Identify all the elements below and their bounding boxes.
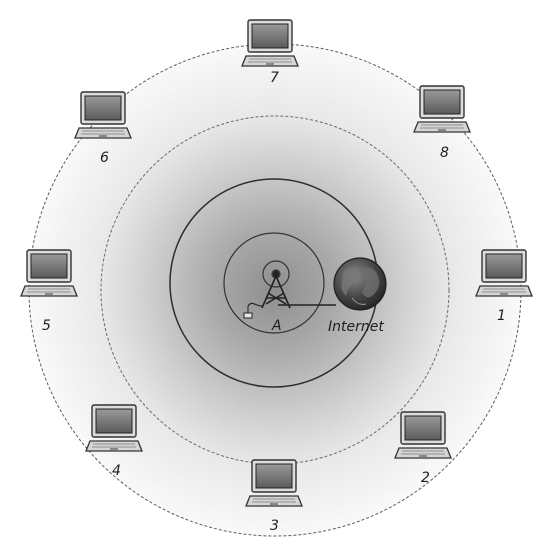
laptop-label-7: 7 xyxy=(270,70,279,86)
laptop-label-3: 3 xyxy=(270,518,279,534)
laptop-3 xyxy=(246,460,302,506)
laptop-icon xyxy=(395,412,451,458)
globe-icon xyxy=(334,258,386,310)
access-point-label: A xyxy=(271,318,282,334)
laptop-label-5: 5 xyxy=(42,318,51,334)
laptop-icon xyxy=(242,20,298,66)
laptop-1 xyxy=(476,250,532,296)
internet-label: Internet xyxy=(328,319,384,335)
laptop-label-2: 2 xyxy=(421,470,430,486)
laptop-icon xyxy=(75,92,131,138)
laptop-label-1: 1 xyxy=(497,308,506,324)
laptop-7 xyxy=(242,20,298,66)
laptop-5 xyxy=(21,250,77,296)
laptop-icon xyxy=(246,460,302,506)
laptop-icon xyxy=(21,250,77,296)
laptop-icon xyxy=(476,250,532,296)
laptop-4 xyxy=(86,405,142,451)
laptop-8 xyxy=(414,86,470,132)
laptop-label-4: 4 xyxy=(112,463,121,479)
laptop-label-8: 8 xyxy=(440,145,449,161)
laptop-2 xyxy=(395,412,451,458)
laptop-label-6: 6 xyxy=(100,150,109,166)
laptop-6 xyxy=(75,92,131,138)
laptop-icon xyxy=(414,86,470,132)
laptop-icon xyxy=(86,405,142,451)
